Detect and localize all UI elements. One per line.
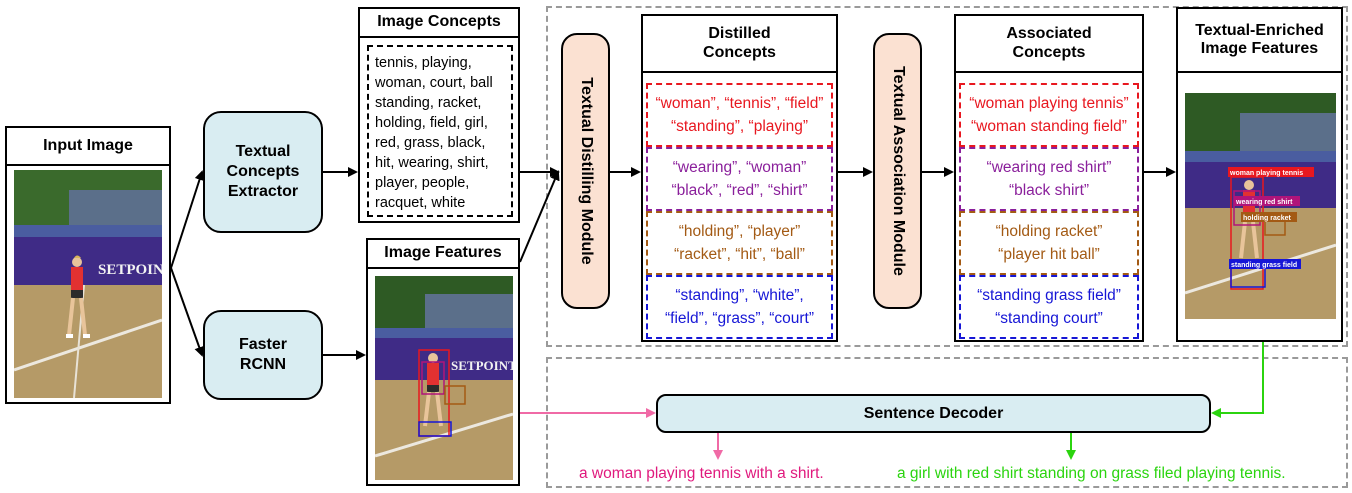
input-image-panel: Input Image SETPOINT [5,126,171,404]
textual-association-module: Textual Association Module [873,33,922,309]
tag-holding-racket: holding racket [1243,215,1292,222]
tag-wearing-red-shirt: wearing red shirt [1235,199,1293,206]
distilled-group-4: “standing”, “white”,“field”, “grass”, “c… [646,275,833,339]
enriched-photo: woman playing tennis wearing red shirt h… [1185,93,1336,319]
associated-group-1: “woman playing tennis”“woman standing fi… [959,83,1139,147]
arrow-to-extractor [170,170,205,269]
decoder-frame [546,357,1348,488]
tag-woman-playing-tennis: woman playing tennis [1229,170,1303,177]
baseline-caption: a woman playing tennis with a shirt. [579,465,824,482]
distilled-group-3: “holding”, “player”“racket”, “hit”, “bal… [646,211,833,275]
associated-group-2: “wearing red shirt”“black shirt” [959,147,1139,211]
arrow-features-distill [519,170,560,263]
distilled-group-1: “woman”, “tennis”, “field”“standing”, “p… [646,83,833,147]
enriched-caption: a girl with red shirt standing on grass … [897,465,1286,482]
associated-group-4: “standing grass field”“standing court” [959,275,1139,339]
image-concepts-panel: Image Concepts tennis, playing, woman, c… [358,7,520,223]
input-photo: SETPOINT [14,170,162,398]
textual-distilling-module: Textual Distilling Module [561,33,610,309]
arrow-to-rcnn [170,267,205,357]
distilled-group-2: “wearing”, “woman”“black”, “red”, “shirt… [646,147,833,211]
arrow-enriched-decoder [1211,342,1264,418]
text-module-frame [546,6,1348,347]
svg-text:SETPOINT: SETPOINT [98,262,162,278]
features-photo: SETPOINT [375,276,513,480]
input-image-title: Input Image [7,128,169,166]
sentence-decoder: Sentence Decoder [656,394,1211,433]
svg-text:SETPOINT: SETPOINT [451,358,513,373]
image-concepts-title: Image Concepts [360,9,518,38]
image-concepts-list: tennis, playing, woman, court, ball stan… [367,45,513,217]
image-features-panel: Image Features SETPOINT [366,238,520,486]
associated-group-3: “holding racket”“player hit ball” [959,211,1139,275]
tag-standing-grass-field: standing grass field [1231,262,1297,269]
image-features-title: Image Features [368,240,518,269]
